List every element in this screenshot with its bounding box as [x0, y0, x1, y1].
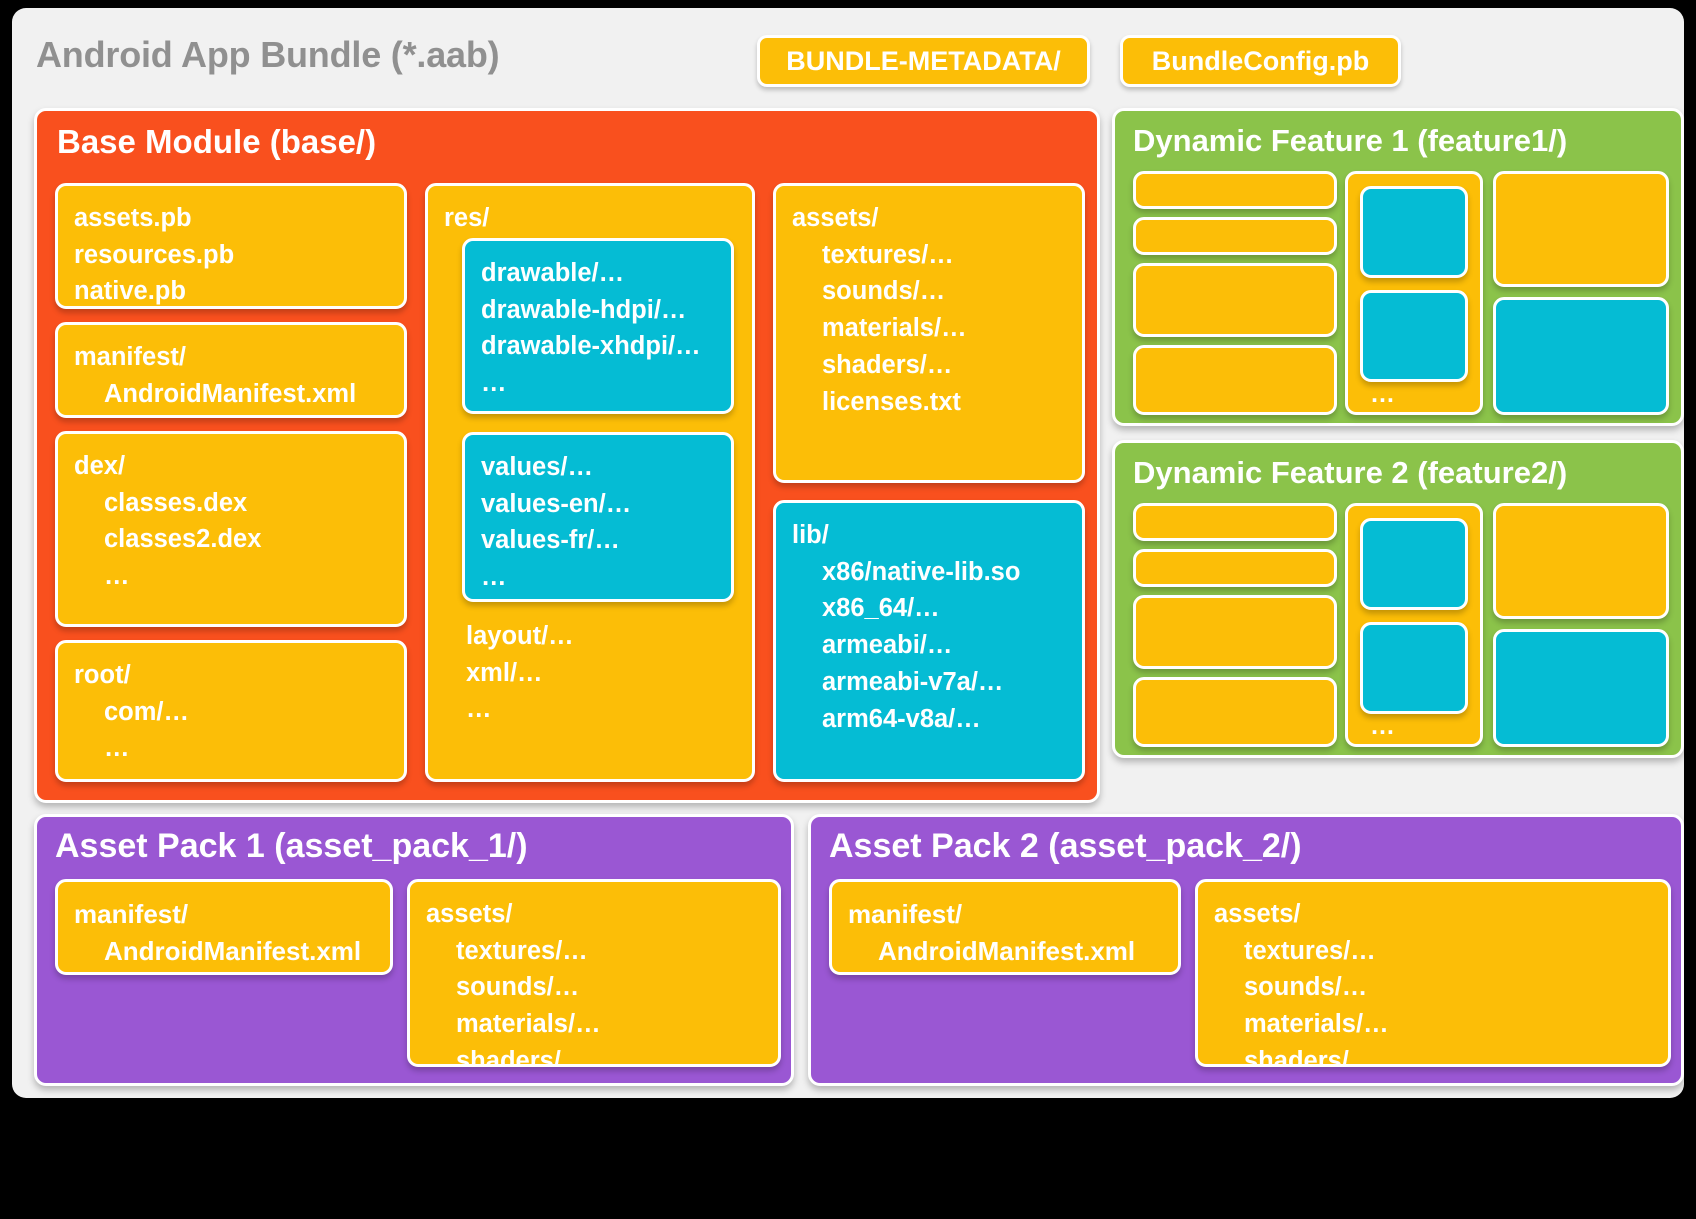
feature2-res-ellipsis: … — [1370, 712, 1395, 740]
assets-child-2: materials/… — [822, 314, 967, 343]
asset-pack-1-title: Asset Pack 1 (asset_pack_1/) — [55, 827, 528, 865]
root-child-0: com/… — [104, 697, 190, 726]
values-line-3: … — [481, 563, 507, 592]
proto-line-0: assets.pb — [74, 204, 192, 232]
ap1-assets-child-1: sounds/… — [456, 973, 580, 1002]
card-lib[interactable]: lib/ x86/native-lib.so x86_64/… armeabi/… — [773, 500, 1085, 782]
ap1-assets-child-3: shaders/… — [456, 1046, 587, 1067]
drawable-line-2: drawable-xhdpi/… — [481, 332, 701, 361]
values-line-1: values-en/… — [481, 489, 632, 518]
feature1-placeholder-bar-2[interactable] — [1133, 217, 1337, 255]
lib-child-2: armeabi/… — [822, 631, 953, 660]
ap2-manifest-child-0: AndroidManifest.xml — [878, 936, 1136, 967]
assets-head: assets/ — [792, 204, 879, 232]
proto-line-1: resources.pb — [74, 240, 235, 269]
asset-pack-2-manifest-card[interactable]: manifest/ AndroidManifest.xml — [829, 879, 1181, 975]
card-res-drawable[interactable]: drawable/… drawable-hdpi/… drawable-xhdp… — [462, 238, 734, 414]
res-tail-0: layout/… — [466, 622, 574, 650]
ap2-manifest-head: manifest/ — [848, 899, 963, 929]
values-line-0: values/… — [481, 453, 593, 481]
asset-pack-2-title: Asset Pack 2 (asset_pack_2/) — [829, 827, 1302, 865]
res-tail-list: layout/… xml/… … — [466, 618, 574, 728]
ap1-assets-child-0: textures/… — [456, 936, 588, 965]
ap1-assets-head: assets/ — [426, 900, 513, 928]
feature2-placeholder-bar-1[interactable] — [1133, 503, 1337, 541]
ap1-manifest-child-0: AndroidManifest.xml — [104, 936, 362, 967]
manifest-head: manifest/ — [74, 343, 186, 371]
feature2-res-child-2[interactable] — [1360, 622, 1468, 714]
feature1-res-ellipsis: … — [1370, 380, 1395, 408]
assets-child-3: shaders/… — [822, 350, 953, 379]
bundle-header: Android App Bundle (*.aab) BUNDLE-METADA… — [12, 8, 1684, 100]
feature1-assets-placeholder[interactable] — [1493, 171, 1669, 287]
asset-pack-2-panel: Asset Pack 2 (asset_pack_2/) manifest/ A… — [808, 814, 1684, 1086]
feature2-placeholder-bar-4[interactable] — [1133, 677, 1337, 747]
drawable-line-0: drawable/… — [481, 259, 625, 287]
card-res[interactable]: res/ drawable/… drawable-hdpi/… drawable… — [425, 183, 755, 782]
ap2-assets-child-3: shaders/… — [1244, 1046, 1375, 1067]
lib-child-3: armeabi-v7a/… — [822, 667, 1004, 696]
app-bundle-container: Android App Bundle (*.aab) BUNDLE-METADA… — [12, 8, 1684, 1098]
res-tail-1: xml/… — [466, 658, 543, 687]
card-dex[interactable]: dex/ classes.dex classes2.dex … — [55, 431, 407, 627]
card-assets[interactable]: assets/ textures/… sounds/… materials/… … — [773, 183, 1085, 483]
feature2-lib-placeholder[interactable] — [1493, 629, 1669, 747]
manifest-child-0: AndroidManifest.xml — [104, 379, 357, 408]
feature2-assets-placeholder[interactable] — [1493, 503, 1669, 619]
feature1-res-child-2[interactable] — [1360, 290, 1468, 382]
bundle-metadata-chip[interactable]: BUNDLE-METADATA/ — [757, 35, 1090, 87]
dex-child-0: classes.dex — [104, 488, 248, 517]
feature2-placeholder-bar-2[interactable] — [1133, 549, 1337, 587]
base-module-panel: Base Module (base/) assets.pb resources.… — [34, 108, 1100, 803]
asset-pack-1-panel: Asset Pack 1 (asset_pack_1/) manifest/ A… — [34, 814, 794, 1086]
base-module-title: Base Module (base/) — [57, 123, 377, 160]
proto-line-2: native.pb — [74, 277, 186, 306]
dynamic-feature-1-panel: Dynamic Feature 1 (feature1/) … — [1112, 108, 1684, 426]
asset-pack-1-assets-card[interactable]: assets/ textures/… sounds/… materials/… … — [407, 879, 781, 1067]
asset-pack-2-assets-card[interactable]: assets/ textures/… sounds/… materials/… … — [1195, 879, 1671, 1067]
dynamic-feature-2-panel: Dynamic Feature 2 (feature2/) … — [1112, 440, 1684, 758]
assets-child-1: sounds/… — [822, 277, 946, 306]
feature1-placeholder-bar-3[interactable] — [1133, 263, 1337, 337]
dex-child-2: … — [104, 562, 130, 591]
ap1-manifest-head: manifest/ — [74, 899, 189, 929]
ap2-assets-head: assets/ — [1214, 900, 1301, 928]
card-res-values[interactable]: values/… values-en/… values-fr/… … — [462, 432, 734, 602]
feature1-placeholder-bar-1[interactable] — [1133, 171, 1337, 209]
lib-child-1: x86_64/… — [822, 594, 940, 623]
root-head: root/ — [74, 661, 131, 689]
lib-child-0: x86/native-lib.so — [822, 557, 1021, 586]
assets-child-4: licenses.txt — [822, 387, 961, 416]
card-root[interactable]: root/ com/… … — [55, 640, 407, 782]
assets-child-0: textures/… — [822, 240, 954, 269]
root-child-1: … — [104, 734, 130, 763]
bundle-config-chip[interactable]: BundleConfig.pb — [1120, 35, 1401, 87]
feature2-res-child-1[interactable] — [1360, 518, 1468, 610]
values-line-2: values-fr/… — [481, 526, 620, 555]
page-title: Android App Bundle (*.aab) — [36, 34, 500, 75]
feature1-res-placeholder[interactable]: … — [1345, 171, 1483, 415]
feature1-lib-placeholder[interactable] — [1493, 297, 1669, 415]
card-manifest[interactable]: manifest/ AndroidManifest.xml — [55, 322, 407, 418]
feature1-placeholder-bar-4[interactable] — [1133, 345, 1337, 415]
drawable-line-3: … — [481, 369, 507, 398]
ap2-assets-child-1: sounds/… — [1244, 973, 1368, 1002]
dynamic-feature-2-title: Dynamic Feature 2 (feature2/) — [1133, 455, 1568, 490]
ap1-assets-child-2: materials/… — [456, 1010, 601, 1039]
feature2-res-placeholder[interactable]: … — [1345, 503, 1483, 747]
dex-child-1: classes2.dex — [104, 525, 262, 554]
drawable-line-1: drawable-hdpi/… — [481, 295, 687, 324]
card-proto-files[interactable]: assets.pb resources.pb native.pb — [55, 183, 407, 309]
dynamic-feature-1-title: Dynamic Feature 1 (feature1/) — [1133, 123, 1568, 158]
feature2-placeholder-bar-3[interactable] — [1133, 595, 1337, 669]
lib-child-4: arm64-v8a/… — [822, 704, 981, 733]
feature1-res-child-1[interactable] — [1360, 186, 1468, 278]
res-tail-2: … — [466, 695, 492, 724]
ap2-assets-child-2: materials/… — [1244, 1010, 1389, 1039]
asset-pack-1-manifest-card[interactable]: manifest/ AndroidManifest.xml — [55, 879, 393, 975]
lib-head: lib/ — [792, 521, 829, 549]
res-head: res/ — [444, 204, 490, 232]
dex-head: dex/ — [74, 452, 126, 480]
ap2-assets-child-0: textures/… — [1244, 936, 1376, 965]
